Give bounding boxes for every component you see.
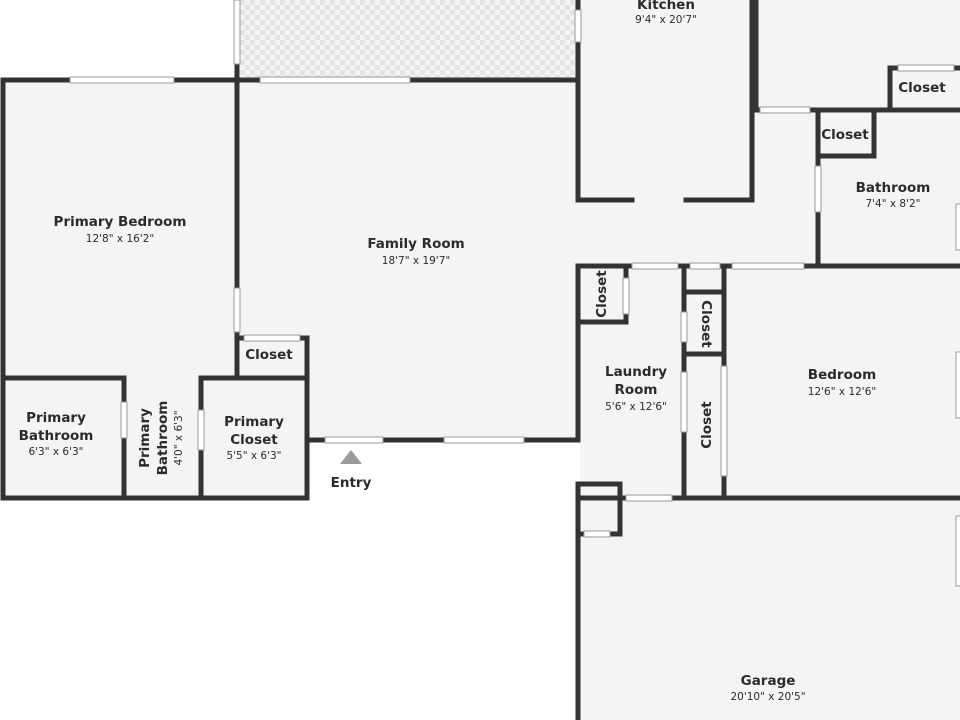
closet-upper-name: Closet xyxy=(821,127,869,143)
garage-name: Garage xyxy=(741,673,796,689)
primary-bedroom-dims: 12'8" x 16'2" xyxy=(86,233,154,245)
bathroom-floor xyxy=(820,112,960,266)
family-room-name: Family Room xyxy=(367,236,464,252)
closet-laundry-name: Closet xyxy=(594,270,610,318)
family-room-dims: 18'7" x 19'7" xyxy=(382,255,450,267)
primary-closet-name-1: Primary xyxy=(224,414,284,430)
room-labels: Kitchen 9'4" x 20'7" Closet Closet Bathr… xyxy=(19,0,947,703)
entry-label: Entry xyxy=(331,475,372,491)
laundry-floor xyxy=(580,266,684,498)
laundry-room-dims: 5'6" x 12'6" xyxy=(605,401,667,413)
primary-bedroom-floor xyxy=(5,80,237,378)
kitchen-name: Kitchen xyxy=(637,0,695,13)
windows-and-doors xyxy=(69,0,960,587)
bedroom-name: Bedroom xyxy=(808,367,876,383)
primary-bathroom-dims: 6'3" x 6'3" xyxy=(28,446,83,458)
entry-marker: Entry xyxy=(331,450,372,491)
garage-dims: 20'10" x 20'5" xyxy=(730,691,805,703)
garage-floor xyxy=(580,498,960,720)
bathroom-dims: 7'4" x 8'2" xyxy=(865,198,920,210)
primary-bathroom-small-name-1: Primary xyxy=(137,408,153,468)
closet-vertical-2-name: Closet xyxy=(699,401,715,449)
primary-bathroom-name-1: Primary xyxy=(26,410,86,426)
primary-bathroom-small-dims: 4'0" x 6'3" xyxy=(173,410,185,465)
hallway-floor xyxy=(578,110,818,266)
primary-bathroom-name-2: Bathroom xyxy=(19,428,94,444)
entry-arrow-icon xyxy=(340,450,362,464)
laundry-room-name-1: Laundry xyxy=(605,364,667,380)
bathroom-name: Bathroom xyxy=(856,180,931,196)
patio-floor xyxy=(240,0,578,80)
upper-right-floor xyxy=(756,0,960,110)
bedroom-dims: 12'6" x 12'6" xyxy=(808,386,876,398)
closet-family-name: Closet xyxy=(245,347,293,363)
primary-bedroom-name: Primary Bedroom xyxy=(54,214,187,230)
closet-vertical-1-name: Closet xyxy=(698,300,714,348)
kitchen-dims: 9'4" x 20'7" xyxy=(635,14,697,26)
primary-suite-floor xyxy=(5,378,307,498)
primary-closet-name-2: Closet xyxy=(230,432,278,448)
floor-fills xyxy=(5,0,960,720)
laundry-room-name-2: Room xyxy=(614,382,657,398)
primary-bathroom-small-name-2: Bathroom xyxy=(155,401,171,476)
closet-top-right-name: Closet xyxy=(898,80,946,96)
primary-closet-dims: 5'5" x 6'3" xyxy=(226,450,281,462)
bedroom-floor xyxy=(684,266,960,498)
